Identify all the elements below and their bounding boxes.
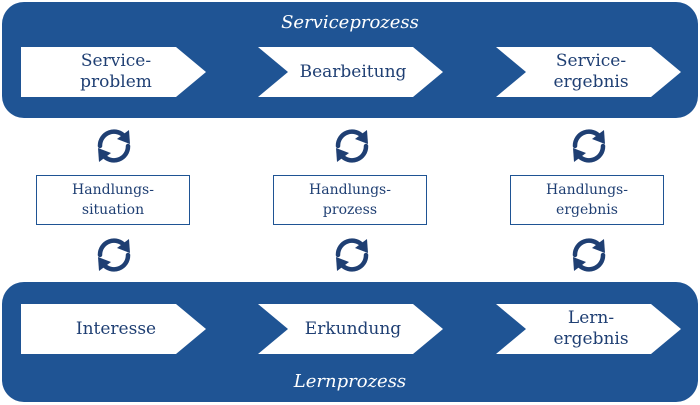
service-step-label: Service- problem [80,51,152,92]
service-step-serviceergebnis: Service- ergebnis [496,47,681,97]
chevron-shape [258,304,443,354]
cycle-icon [330,233,374,277]
chevron-shape [21,47,206,97]
learning-step-lernergebnis: Lern- ergebnis [496,304,681,354]
cycle-icon [567,233,611,277]
handlungsprozess-box: Handlungs- prozess [273,175,427,225]
chevron-shape [258,47,443,97]
learning-step-erkundung: Erkundung [258,304,443,354]
lernprozess-title: Lernprozess [293,371,407,392]
learning-step-interesse: Interesse [21,304,206,354]
handlungssituation-box: Handlungs- situation [36,175,190,225]
serviceprozess-title: Serviceprozess [281,12,419,33]
cycle-icon [567,124,611,168]
handlungsergebnis-box: Handlungs- ergebnis [510,175,664,225]
chevron-shape [21,304,206,354]
learning-step-label: Erkundung [304,318,402,339]
service-step-label: Bearbeitung [299,61,407,82]
chevron-shape [496,304,681,354]
service-step-bearbeitung: Bearbeitung [258,47,443,97]
cycle-icon [92,124,136,168]
cycle-icon [330,124,374,168]
service-step-label: Service- ergebnis [553,51,629,92]
cycle-icon [92,233,136,277]
service-step-serviceproblem: Service- problem [21,47,206,97]
learning-step-label: Interesse [75,318,157,339]
chevron-shape [496,47,681,97]
learning-step-label: Lern- ergebnis [553,308,629,349]
